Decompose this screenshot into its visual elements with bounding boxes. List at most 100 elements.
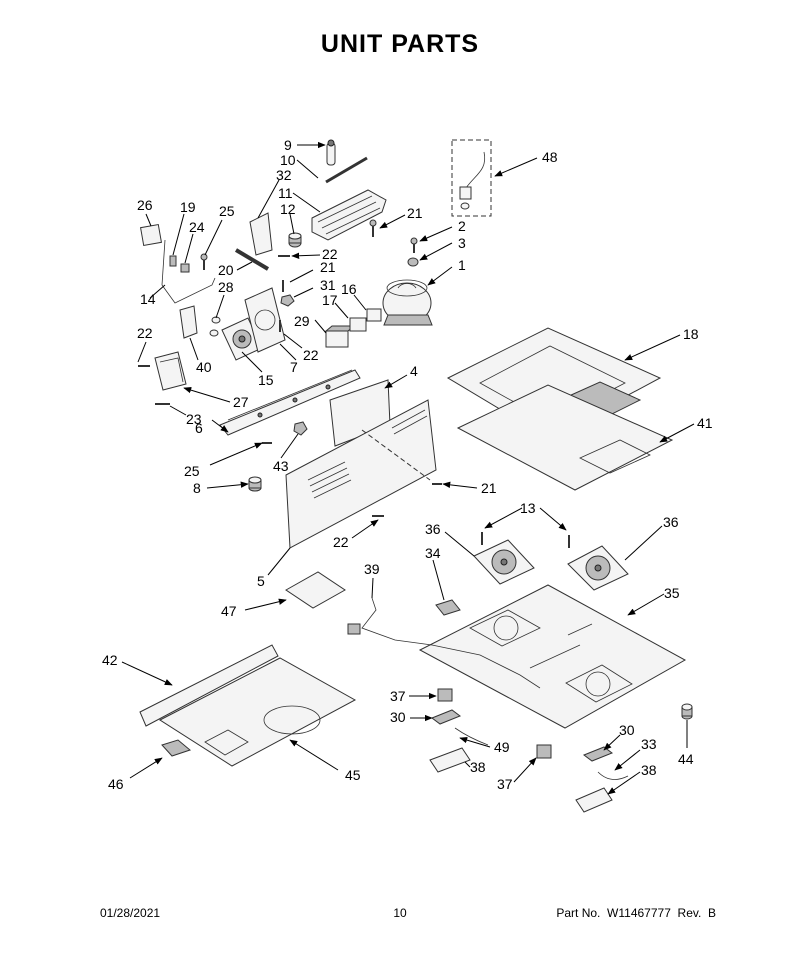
part-16-cover: [366, 308, 382, 322]
part-47-pad: [285, 571, 346, 609]
callout-37: 37: [390, 688, 406, 704]
part-24-clip: [180, 263, 190, 273]
callout-22: 22: [322, 246, 338, 262]
part-38b-housing: [575, 787, 613, 813]
part-35-base-plate: [418, 584, 687, 729]
callout-13: 13: [520, 500, 536, 516]
callout-30: 30: [390, 709, 406, 725]
part-19-clip: [169, 255, 177, 267]
part-2-screw: [410, 237, 418, 253]
callout-33: 33: [641, 736, 657, 752]
callout-5: 5: [257, 573, 265, 589]
callout-35: 35: [664, 585, 680, 601]
part-49-wire: [454, 727, 489, 746]
callout-48: 48: [542, 149, 558, 165]
part-28-grommets: [209, 316, 221, 337]
callout-49: 49: [494, 739, 510, 755]
part-33-wire: [597, 771, 629, 780]
part-48-kit: [451, 139, 492, 217]
callout-24: 24: [189, 219, 205, 235]
callout-10: 10: [280, 152, 296, 168]
callout-26: 26: [137, 197, 153, 213]
callout-15: 15: [258, 372, 274, 388]
part-1-compressor: [382, 279, 433, 326]
callout-46: 46: [108, 776, 124, 792]
part-8-foot: [248, 476, 262, 492]
part-46-pad: [161, 739, 192, 757]
callout-labels: 9 10 32 11 12 21 26 19 24 25 22 20 21 31…: [102, 137, 713, 792]
callout-42: 42: [102, 652, 118, 668]
callout-28: 28: [218, 279, 234, 295]
callout-20: 20: [218, 262, 234, 278]
callout-37: 37: [497, 776, 513, 792]
part-34-pad: [435, 599, 461, 616]
callout-38: 38: [641, 762, 657, 778]
part-37b-switch: [536, 744, 552, 759]
callout-43: 43: [273, 458, 289, 474]
footer-part-number: Part No. W11467777 Rev. B: [556, 906, 716, 920]
callout-41: 41: [697, 415, 713, 431]
part-45-bottom-plate: [158, 657, 357, 767]
callout-40: 40: [196, 359, 212, 375]
part-32-bracket: [249, 212, 273, 256]
part-42-strip: [139, 644, 279, 727]
leader-lines: [121, 141, 695, 795]
callout-29: 29: [294, 313, 310, 329]
part-9-tube: [326, 139, 336, 166]
callout-1: 1: [458, 257, 466, 273]
callout-45: 45: [345, 767, 361, 783]
callout-25: 25: [184, 463, 200, 479]
callout-34: 34: [425, 545, 441, 561]
footer-date: 01/28/2021: [100, 906, 161, 920]
part-6-rail: [219, 369, 361, 436]
callout-16: 16: [341, 281, 357, 297]
part-39-connector: [347, 623, 361, 635]
part-21a-screw: [369, 219, 377, 237]
callout-21: 21: [481, 480, 497, 496]
callout-44: 44: [678, 751, 694, 767]
callout-4: 4: [410, 363, 418, 379]
part-7-shroud: [244, 287, 286, 353]
callout-3: 3: [458, 235, 466, 251]
callout-21: 21: [320, 259, 336, 275]
callout-21: 21: [407, 205, 423, 221]
footer-page-number: 10: [393, 906, 407, 920]
callout-11: 11: [278, 185, 293, 201]
callout-39: 39: [364, 561, 380, 577]
part-41-liner: [456, 384, 674, 491]
part-43-nut: [293, 421, 308, 436]
callout-22: 22: [137, 325, 153, 341]
callout-23: 23: [186, 411, 202, 427]
callout-25: 25: [219, 203, 235, 219]
part-30a-pad: [430, 709, 462, 725]
callout-18: 18: [683, 326, 699, 342]
part-37a-switch: [437, 688, 453, 702]
callout-8: 8: [193, 480, 201, 496]
page-title: UNIT PARTS: [320, 30, 480, 58]
callout-12: 12: [280, 201, 296, 217]
part-26-label: [139, 223, 163, 247]
callout-2: 2: [458, 218, 466, 234]
part-36b-fan: [567, 545, 629, 591]
part-10-rod: [325, 156, 368, 184]
callout-38: 38: [470, 759, 486, 775]
callout-22: 22: [333, 534, 349, 550]
callout-32: 32: [276, 167, 292, 183]
part-30b-pad: [582, 746, 614, 762]
callout-36: 36: [663, 514, 679, 530]
callout-47: 47: [221, 603, 237, 619]
part-38a-housing: [429, 747, 471, 773]
part-5-rear-panel: [285, 399, 437, 549]
callout-19: 19: [180, 199, 196, 215]
callout-6: 6: [195, 420, 203, 436]
part-44-foot: [681, 703, 693, 720]
callout-31: 31: [320, 277, 336, 293]
part-12-grommet: [288, 232, 302, 248]
callout-36: 36: [425, 521, 441, 537]
part-17-overload: [349, 317, 367, 332]
callout-9: 9: [284, 137, 292, 153]
part-31-nut: [280, 294, 295, 307]
part-36a-fan: [473, 539, 535, 585]
part-25a-screw: [200, 253, 208, 270]
